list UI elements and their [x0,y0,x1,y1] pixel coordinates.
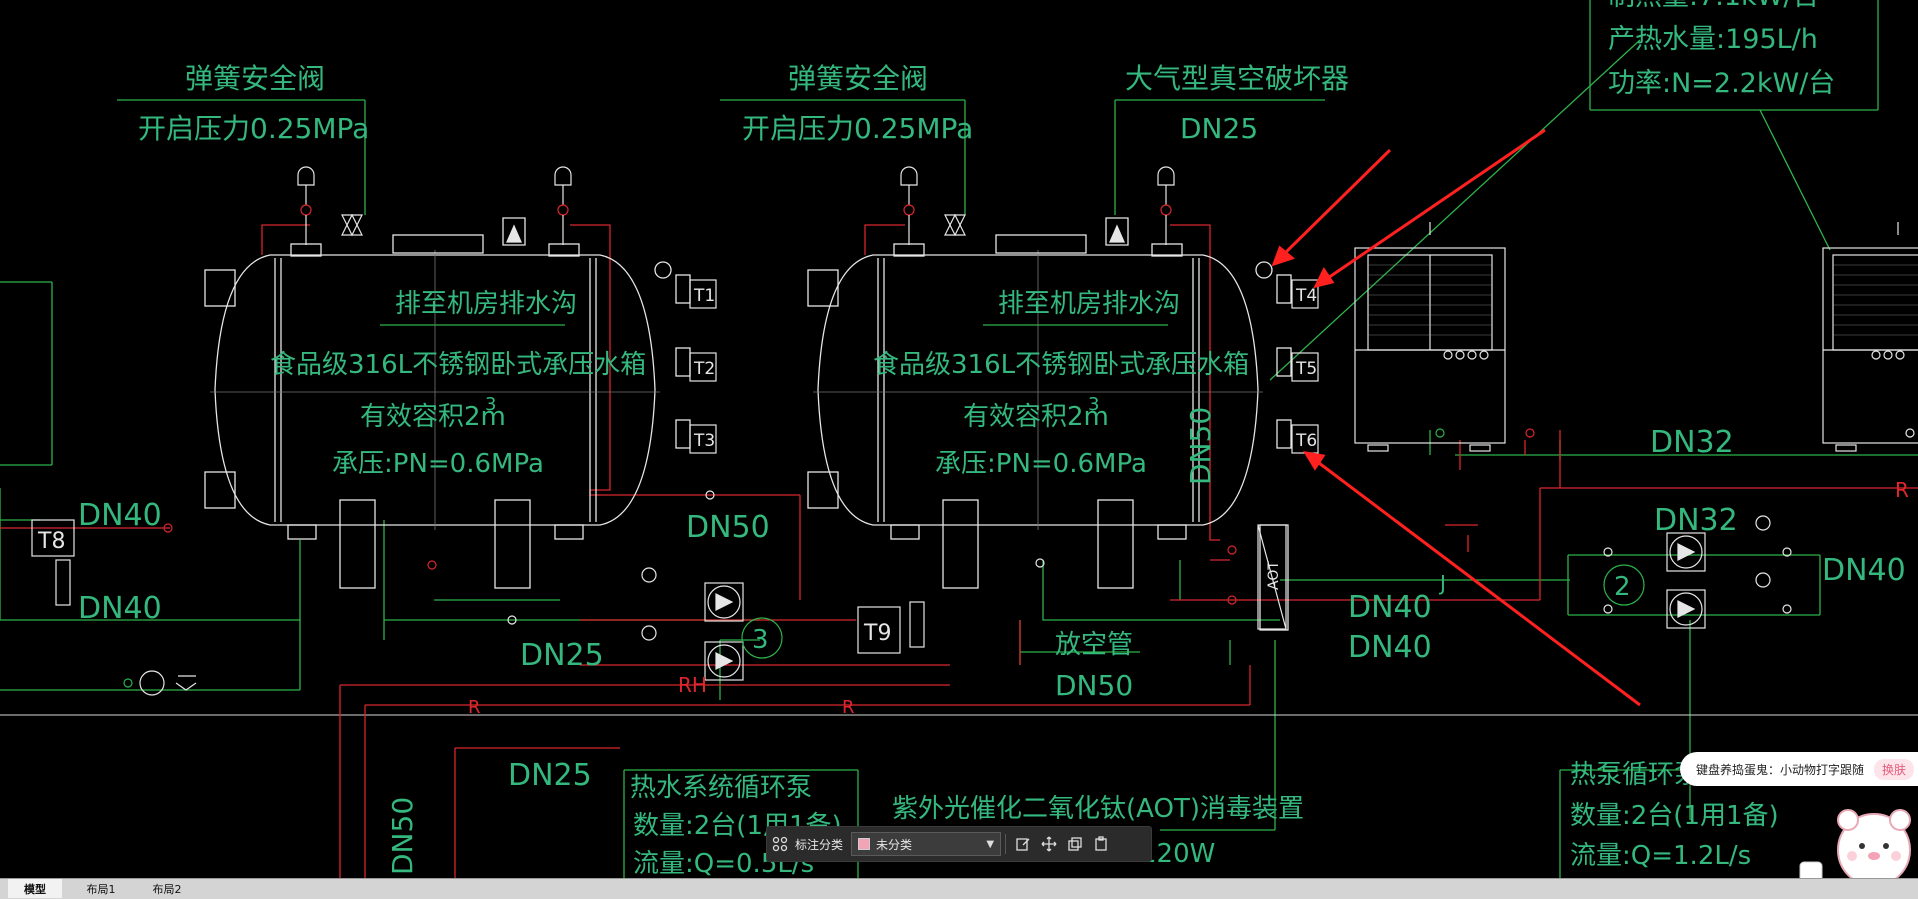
copy-icon[interactable] [1062,831,1088,857]
edit-icon[interactable] [1010,831,1036,857]
tab-model[interactable]: 模型 [8,879,62,898]
pump-group-3[interactable] [641,567,783,681]
cad-drawing-canvas[interactable]: 弹簧安全阀 开启压力0.25MPa 弹簧安全阀 开启压力0.25MPa 大气型真… [0,0,1918,878]
valve1-pressure: 开启压力0.25MPa [138,112,369,145]
dn40-center-2: DN40 [1348,630,1432,665]
uv-power: 120W [1140,839,1215,869]
dn50-vertical-tank: DN50 [1184,407,1217,485]
uv-title: 紫外光催化二氧化钛(AOT)消毒装置 [892,794,1304,824]
dn50-mid: DN50 [686,510,770,545]
uv-device: AOT [1266,561,1282,590]
tank2-volume: 有效容积2m [963,402,1109,432]
j-label: J [1438,571,1446,595]
tank1-name: 食品级316L不锈钢卧式承压水箱 [270,350,646,380]
category-label: 标注分类 [795,837,844,852]
tab-layout-1[interactable]: 布局1 [86,882,116,896]
vent-label: 放空管 [1055,630,1133,660]
hp-pump-flow: 流量:Q=1.2L/s [1570,841,1751,871]
annotation-toolbar: 标注分类 未分类 ▼ [766,826,1152,862]
dn40-left-top: DN40 [78,498,162,533]
notification-message: 键盘养捣蛋鬼：小动物打字跟随 [1696,762,1865,777]
toolbar-divider [1005,834,1007,854]
sensor-t4: T4 [1295,286,1317,306]
notification-popup[interactable]: 键盘养捣蛋鬼：小动物打字跟随 换肤 [1680,752,1918,786]
notification-action-button[interactable]: 换肤 [1874,758,1915,780]
sensor-t5: T5 [1295,359,1317,379]
sensor-t9: T9 [863,621,891,646]
rh-label: RH [678,673,707,697]
category-value: 未分类 [876,837,913,852]
heat-pump-grille [1368,264,1918,336]
pump2-label: 2 [1614,572,1631,602]
spec-line3: 功率:N=2.2kW/台 [1608,68,1835,99]
grid-apps-icon[interactable] [767,831,793,857]
drawing-labels: 弹簧安全阀 开启压力0.25MPa 弹簧安全阀 开启压力0.25MPa 大气型真… [37,0,1909,878]
valve-icons-top [297,166,1175,245]
chevron-down-icon: ▼ [986,838,995,850]
dn40-left-bottom: DN40 [78,591,162,626]
category-color-swatch [858,838,871,850]
dn32-right: DN32 [1654,503,1738,538]
breaker-title: 大气型真空破坏器 [1125,62,1349,95]
sensor-t2: T2 [693,359,715,379]
hot-pump-title: 热水系统循环泵 [630,773,812,803]
paste-icon[interactable] [1088,831,1114,857]
valve2-title: 弹簧安全阀 [788,62,928,95]
r-label-right: R [1895,478,1909,502]
sensor-t1: T1 [693,286,715,306]
spec-line1: 制热量:7.1kW/台 [1608,0,1819,12]
mascot-bear-icon[interactable] [1796,790,1918,888]
valve1-title: 弹簧安全阀 [185,62,325,95]
hp-pump-qty: 数量:2台(1用1备) [1570,801,1779,831]
layout-tab-bar: 模型 布局1 布局2 [0,878,1918,899]
tank-2[interactable] [807,217,1292,631]
annotation-arrows[interactable] [1271,128,1641,707]
dn40-center-1: DN40 [1348,590,1432,625]
category-select[interactable]: 未分类 ▼ [851,832,1002,856]
dn25-bottom: DN25 [508,758,592,793]
pump3-label: 3 [752,625,769,655]
move-icon[interactable] [1036,831,1062,857]
red-pipes [0,224,1918,878]
tank1-volume-sup: 3 [485,394,496,415]
tank2-drain: 排至机房排水沟 [998,289,1180,319]
dn25-mid: DN25 [520,638,604,673]
pump-group-2[interactable] [1603,515,1771,629]
tank2-volume-sup: 3 [1088,394,1099,415]
sensor-t6: T6 [1295,431,1317,451]
heat-pump-unit-1[interactable] [1354,222,1506,452]
tab-layout-2[interactable]: 布局2 [152,882,182,896]
vent-size: DN50 [1055,669,1133,702]
breaker-size: DN25 [1180,112,1258,145]
misc-fittings [123,428,1915,696]
valve2-pressure: 开启压力0.25MPa [742,112,973,145]
dn50-bottom-vertical: DN50 [386,797,419,875]
sensor-t3: T3 [693,431,715,451]
hp-pump-title: 热泵循环泵 [1570,760,1700,790]
dn32-right-top: DN32 [1650,425,1734,460]
dn40-right: DN40 [1822,553,1906,588]
r-label-1: R [468,697,481,718]
heat-pump-unit-2[interactable] [1822,222,1918,452]
sensor-boxes [31,279,1319,654]
spec-line2: 产热水量:195L/h [1608,24,1818,55]
tank1-volume: 有效容积2m [360,402,506,432]
tank2-name: 食品级316L不锈钢卧式承压水箱 [873,350,1249,380]
green-pipes [0,0,1918,878]
tank1-pressure: 承压:PN=0.6MPa [332,449,544,479]
sensor-t8: T8 [37,529,65,554]
tank2-pressure: 承压:PN=0.6MPa [935,449,1147,479]
tank1-drain: 排至机房排水沟 [395,289,577,319]
r-label-2: R [842,697,855,718]
tank-1[interactable] [204,217,691,589]
